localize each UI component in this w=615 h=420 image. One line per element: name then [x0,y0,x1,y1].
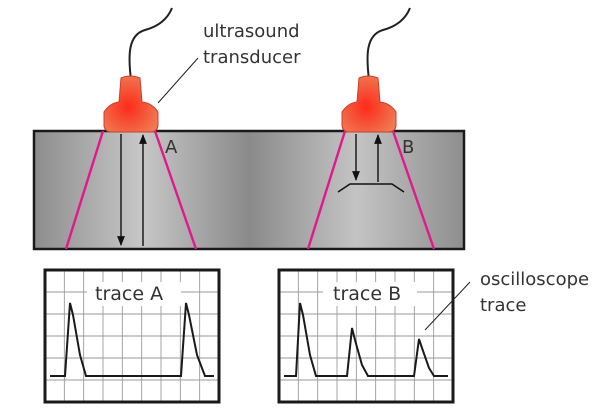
point-b-label: B [402,137,414,158]
point-a-label: A [165,137,178,158]
beam-a [64,130,198,250]
transducer-label-line2: transducer [203,47,301,68]
trace-b-label: trace B [333,283,401,305]
transducer-a [103,75,159,133]
oscilloscope-screen-b: trace B [277,268,455,404]
transducer-label-line1: ultrasound [203,21,300,42]
transducer-b [341,75,397,133]
oscilloscope-screen-a: trace A [43,268,221,404]
beam-b [306,130,436,250]
transducer-cable-b [366,7,411,81]
oscilloscope-leader-line [424,281,471,331]
trace-a-waveform [50,302,214,377]
oscilloscope-label-line1: oscilloscope [480,269,589,290]
echo-arrows-b [352,134,382,182]
tissue-block [32,129,466,251]
trace-a-label: trace A [95,283,163,305]
internal-reflector [337,183,405,193]
trace-b-label-bg [323,282,417,306]
oscilloscope-label-line2: trace [480,295,526,316]
transducer-cable-a [128,7,173,81]
trace-a-label-bg [87,282,181,306]
echo-arrows-a [117,134,147,246]
transducer-leader-line [157,57,199,104]
trace-b-waveform [284,302,448,377]
